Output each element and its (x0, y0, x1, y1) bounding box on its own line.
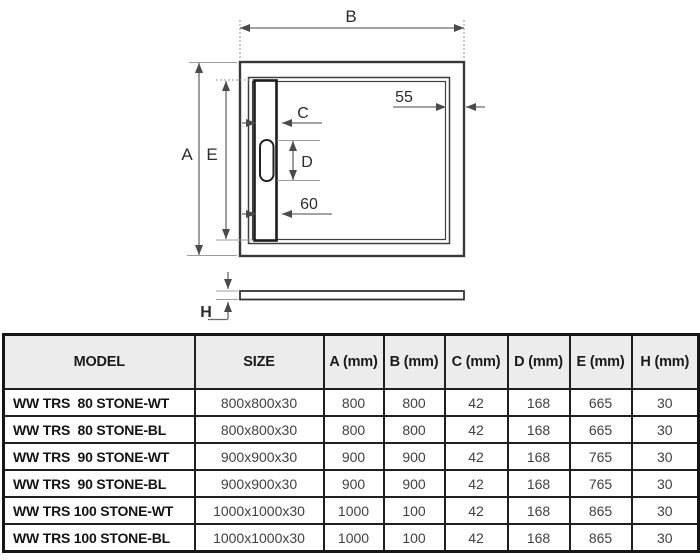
table-row: WW TRS 100 STONE-BL 1000x1000x30 1000 10… (2, 523, 700, 553)
b-cell: 100 (382, 523, 446, 553)
col-header-d: D (mm) (506, 333, 571, 390)
model-cell: WW TRS 80 STONE-BL (2, 415, 196, 444)
e-cell: 865 (568, 496, 633, 525)
b-cell: 800 (382, 415, 446, 444)
size-cell: 1000x1000x30 (193, 523, 325, 553)
dim-c-label: C (297, 105, 309, 122)
dim-55-label: 55 (395, 89, 413, 106)
c-cell: 42 (443, 388, 509, 417)
size-cell: 900x900x30 (193, 469, 325, 498)
h-cell: 30 (630, 469, 700, 498)
size-cell: 800x800x30 (193, 388, 325, 417)
tray-rim-inner-rect (251, 80, 447, 241)
a-cell: 1000 (322, 523, 385, 553)
h-cell: 30 (630, 496, 700, 525)
model-cell: WW TRS 100 STONE-BL (2, 523, 196, 553)
d-cell: 168 (506, 496, 571, 525)
dim-e-label: E (206, 145, 217, 164)
col-header-c: C (mm) (443, 333, 509, 390)
e-cell: 765 (568, 442, 633, 471)
table-header-row: MODEL SIZE A (mm) B (mm) C (mm) D (mm) E… (2, 333, 700, 390)
dim-d-label: D (301, 154, 313, 171)
table-row: WW TRS 80 STONE-WT 800x800x30 800 800 42… (2, 388, 700, 417)
b-cell: 800 (382, 388, 446, 417)
size-cell: 800x800x30 (193, 415, 325, 444)
h-cell: 30 (630, 415, 700, 444)
col-header-h: H (mm) (630, 333, 700, 390)
h-cell: 30 (630, 523, 700, 553)
dim-h-label: H (200, 304, 212, 321)
table-row: WW TRS 80 STONE-BL 800x800x30 800 800 42… (2, 415, 700, 444)
d-cell: 168 (506, 523, 571, 553)
c-cell: 42 (443, 442, 509, 471)
d-cell: 168 (506, 469, 571, 498)
col-header-model: MODEL (2, 333, 196, 390)
drain-slot (259, 139, 275, 182)
col-header-size: SIZE (193, 333, 325, 390)
col-header-a: A (mm) (322, 333, 385, 390)
a-cell: 1000 (322, 496, 385, 525)
technical-drawing: B A E C D 60 55 H (181, 7, 485, 321)
tray-rim-outer-rect (247, 76, 451, 245)
size-cell: 1000x1000x30 (193, 496, 325, 525)
e-cell: 665 (568, 415, 633, 444)
d-cell: 168 (506, 442, 571, 471)
model-cell: WW TRS 90 STONE-BL (2, 469, 196, 498)
table-row: WW TRS 100 STONE-WT 1000x1000x30 1000 10… (2, 496, 700, 525)
c-cell: 42 (443, 469, 509, 498)
dim-b-label: B (345, 7, 356, 26)
h-cell: 30 (630, 442, 700, 471)
e-cell: 665 (568, 388, 633, 417)
col-header-b: B (mm) (382, 333, 446, 390)
dim-a-label: A (181, 145, 193, 164)
a-cell: 800 (322, 388, 385, 417)
h-cell: 30 (630, 388, 700, 417)
model-cell: WW TRS 90 STONE-WT (2, 442, 196, 471)
e-cell: 765 (568, 469, 633, 498)
c-cell: 42 (443, 496, 509, 525)
d-cell: 168 (506, 388, 571, 417)
col-header-e: E (mm) (568, 333, 633, 390)
c-cell: 42 (443, 415, 509, 444)
model-cell: WW TRS 100 STONE-WT (2, 496, 196, 525)
table-row: WW TRS 90 STONE-WT 900x900x30 900 900 42… (2, 442, 700, 471)
a-cell: 800 (322, 415, 385, 444)
a-cell: 900 (322, 442, 385, 471)
size-cell: 900x900x30 (193, 442, 325, 471)
c-cell: 42 (443, 523, 509, 553)
dim-60-label: 60 (300, 196, 318, 213)
e-cell: 865 (568, 523, 633, 553)
model-cell: WW TRS 80 STONE-WT (2, 388, 196, 417)
table-row: WW TRS 90 STONE-BL 900x900x30 900 900 42… (2, 469, 700, 498)
a-cell: 900 (322, 469, 385, 498)
b-cell: 900 (382, 442, 446, 471)
b-cell: 100 (382, 496, 446, 525)
tray-side-view-rect (239, 290, 465, 301)
spec-table: MODEL SIZE A (mm) B (mm) C (mm) D (mm) E… (2, 333, 700, 553)
d-cell: 168 (506, 415, 571, 444)
b-cell: 900 (382, 469, 446, 498)
